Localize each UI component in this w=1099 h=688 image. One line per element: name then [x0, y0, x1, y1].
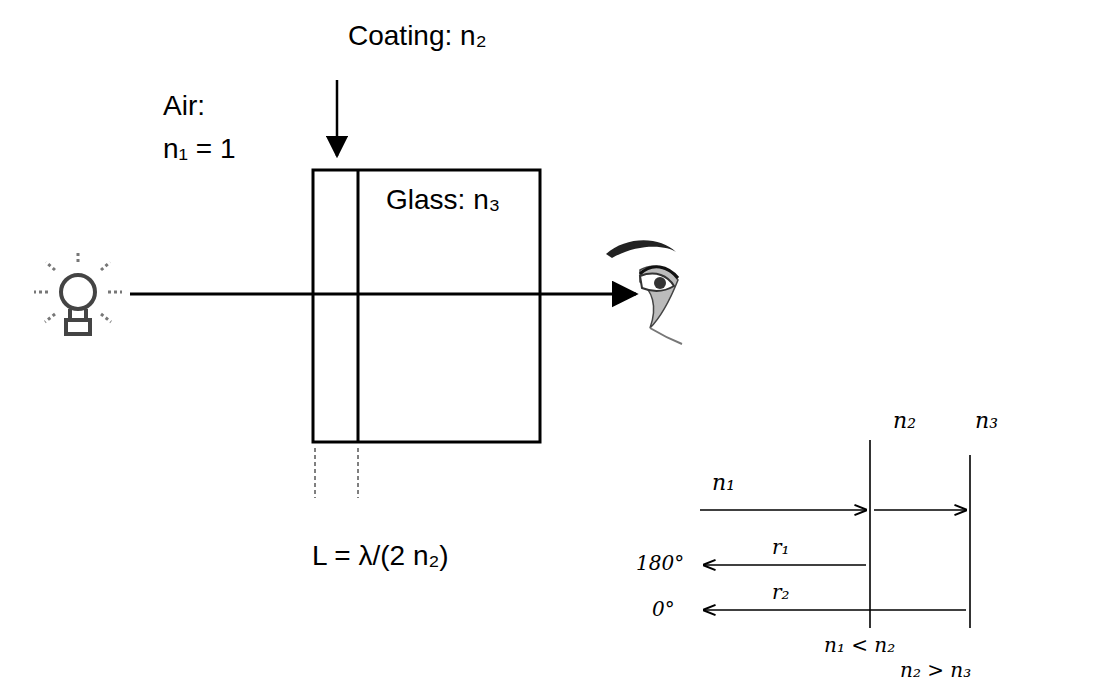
index-label: n₃ [975, 408, 998, 433]
material-label: Glass: n₃ [386, 184, 500, 216]
condition-label: n₂ > n₃ [900, 659, 971, 682]
dimension-line [315, 448, 316, 498]
condition-label: n₁ < n₂ [824, 634, 895, 657]
medium-label: Air: [163, 90, 205, 122]
coating-boundary [357, 170, 360, 442]
thickness-formula: L = λ/(2 n₂) [312, 540, 449, 572]
pointer-arrow [336, 80, 339, 156]
index-label: n₁ [712, 470, 735, 495]
phase-label: 180° [636, 552, 684, 575]
phase-label: 0° [652, 598, 675, 621]
eye-icon [606, 240, 682, 344]
glass-block [313, 170, 540, 442]
dimension-line [358, 448, 359, 498]
index-label: n₁ = 1 [163, 133, 236, 165]
ray-label: r₁ [772, 536, 790, 559]
ray-label: r₂ [772, 581, 790, 604]
callout-label: Coating: n₂ [348, 20, 487, 52]
light-ray [130, 293, 636, 296]
glass-region: Glass: n₃ [358, 170, 540, 442]
index-label: n₂ [893, 408, 916, 433]
reflection-sketch [700, 440, 970, 628]
light-bulb [34, 250, 122, 334]
